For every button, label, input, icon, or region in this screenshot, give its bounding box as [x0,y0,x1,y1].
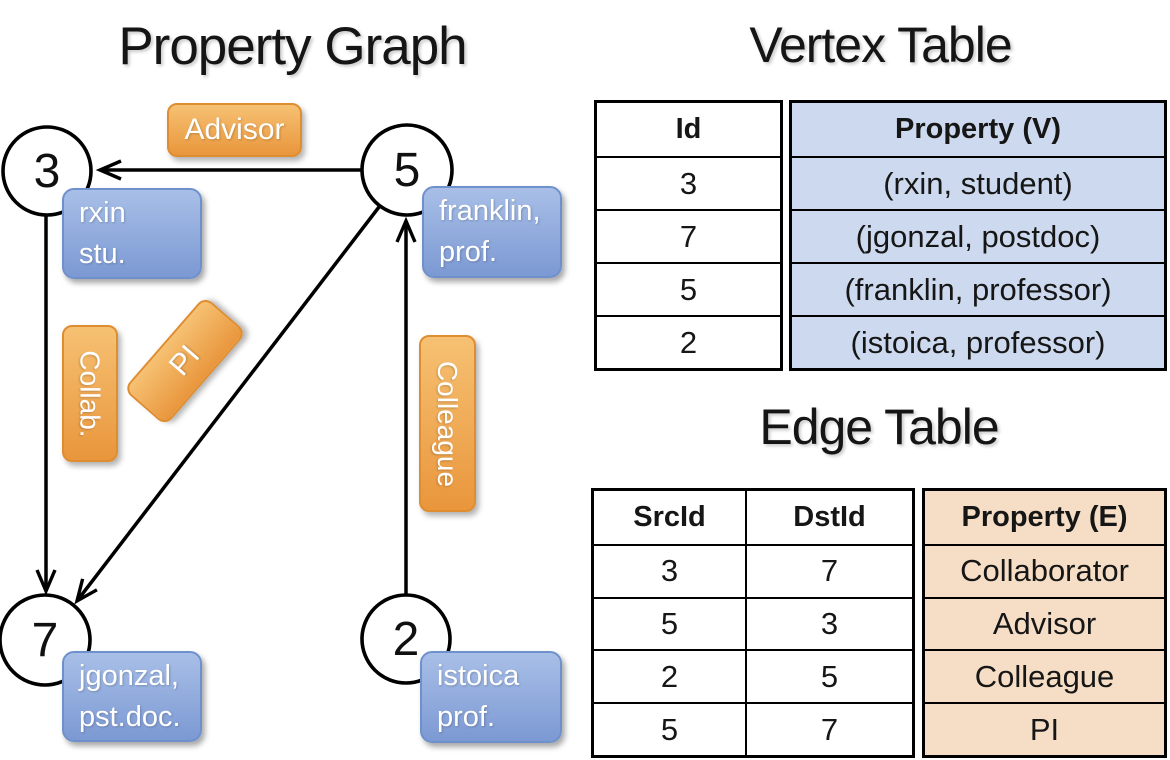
table-cell: (rxin, student) [792,156,1164,209]
table-cell: 7 [597,209,780,262]
edge-table-header-srcid: SrcId [633,500,706,533]
edge-label-advisor-text: Advisor [184,113,285,146]
table-cell: 5 [745,649,912,703]
vertex-label-2-line2: prof. [437,701,496,733]
vertex-label-5: franklin, prof. [422,186,562,278]
vertex-label-3: rxin stu. [62,188,202,279]
vertex-table-title: Vertex Table [749,17,1012,73]
vertex-table-id-column: Id 3 7 5 2 [594,100,783,371]
table-cell: 2 [594,649,745,702]
vertex-label-2-line1: istoica [437,660,520,692]
table-cell: PI [925,702,1164,755]
table-cell: (istoica, professor) [792,315,1164,368]
vertex-table-header-id: Id [675,113,702,145]
table-cell: Collaborator [925,543,1164,597]
table-cell: (franklin, professor) [792,262,1164,315]
table-cell: 3 [745,596,912,650]
table-cell: 5 [594,702,745,755]
edge-label-collab-text: Collab. [75,349,107,438]
edge-label-colleague: Colleague [419,335,476,512]
table-cell: 5 [594,596,745,650]
table-cell: 7 [745,702,912,755]
vertex-label-7-line1: jgonzal, [79,660,179,692]
table-cell: 3 [594,543,745,597]
edge-label-advisor: Advisor [167,103,302,157]
table-cell: 2 [597,315,780,368]
vertex-table-property-column: Property (V) (rxin, student) (jgonzal, p… [789,100,1167,371]
edge-label-collab: Collab. [62,325,118,462]
vertex-label-5-line2: prof. [439,236,498,268]
edge-table-header-property: Property (E) [961,500,1128,533]
edge-label-pi-text: PI [162,339,207,383]
vertex-label-7-line2: pst.doc. [79,701,181,733]
table-cell: 5 [597,262,780,315]
edge-table-id-columns: SrcId DstId 3 7 5 3 2 5 5 7 [591,488,915,758]
vertex-label-3-line1: rxin [79,197,126,229]
vertex-id-2: 2 [392,612,420,666]
table-cell: 7 [745,543,912,597]
vertex-id-5: 5 [393,143,421,197]
edge-table-property-column: Property (E) Collaborator Advisor Collea… [922,488,1167,758]
vertex-table-header-property: Property (V) [895,113,1061,145]
graph-canvas [0,123,454,687]
edge-arrow-5-to-7 [74,205,381,605]
edge-label-colleague-text: Colleague [432,360,464,487]
vertex-id-3: 3 [33,144,61,198]
table-cell: Colleague [925,649,1164,702]
table-cell: 3 [597,156,780,209]
table-cell: Advisor [925,596,1164,650]
graph-title: Property Graph [118,17,467,76]
table-cell: (jgonzal, postdoc) [792,209,1164,262]
vertex-id-7: 7 [31,613,59,667]
vertex-label-7: jgonzal, pst.doc. [62,651,202,742]
vertex-label-3-line2: stu. [79,238,126,270]
edge-table-header-dstid: DstId [745,491,912,544]
edge-table-title: Edge Table [759,399,999,455]
vertex-label-2: istoica prof. [420,651,562,743]
vertex-label-5-line1: franklin, [439,195,541,227]
